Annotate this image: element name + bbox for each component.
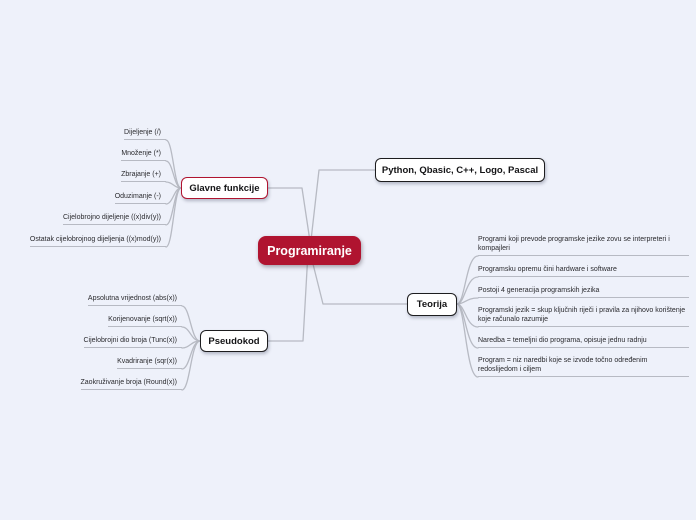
edge-leaf <box>456 303 479 378</box>
leaf-kvadriranje[interactable]: Kvadriranje (sqr(x)) <box>117 355 182 369</box>
branch-node-teorija[interactable]: Teorija <box>407 293 457 316</box>
branch-node-pseudokod[interactable]: Pseudokod <box>200 330 268 352</box>
edge-leaf <box>165 187 182 248</box>
edge-root-glavne-funkcije <box>267 187 312 249</box>
leaf-naredba-definicija[interactable]: Naredba = temeljni dio programa, opisuje… <box>478 334 689 348</box>
leaf-apsolutna-vrijednost[interactable]: Apsolutna vrijednost (abs(x)) <box>87 292 182 306</box>
leaf-zbrajanje[interactable]: Zbrajanje (+) <box>121 168 166 182</box>
leaf-interpreteri-kompajleri[interactable]: Programi koji prevode programske jezike … <box>478 232 689 256</box>
edge-leaf <box>165 139 182 189</box>
edge-root-teorija <box>309 251 408 305</box>
edge-leaf <box>181 340 201 391</box>
edge-leaf <box>181 305 201 342</box>
leaf-programska-oprema[interactable]: Programsku opremu čini hardware i softwa… <box>478 263 689 277</box>
leaf-cijelobrojno-dijeljenje[interactable]: Cijelobrojno dijeljenje ((x)div(y)) <box>62 211 166 225</box>
edge-leaf <box>456 255 479 305</box>
leaf-mnozenje[interactable]: Množenje (*) <box>121 147 166 161</box>
leaf-oduzimanje[interactable]: Oduzimanje (-) <box>114 190 166 204</box>
edge-root-jezici <box>309 169 376 250</box>
branch-node-glavne-funkcije[interactable]: Glavne funkcije <box>181 177 268 199</box>
leaf-programski-jezik-definicija[interactable]: Programski jezik = skup ključnih riječi … <box>478 303 689 327</box>
leaf-cijelobrojni-dio[interactable]: Cijelobrojni dio broja (Tunc(x)) <box>83 334 182 348</box>
leaf-korijenovanje[interactable]: Korijenovanje (sqrt(x)) <box>108 313 182 327</box>
leaf-zaokruzivanje[interactable]: Zaokruživanje broja (Round(x)) <box>80 376 182 390</box>
leaf-program-definicija[interactable]: Program = niz naredbi koje se izvode toč… <box>478 353 689 377</box>
leaf-ostatak-dijeljenja[interactable]: Ostatak cijelobrojnog dijeljenja ((x)mod… <box>29 233 166 247</box>
edge-root-pseudokod <box>267 251 309 342</box>
leaf-dijeljenje[interactable]: Dijeljenje (/) <box>124 126 166 140</box>
root-node-programiranje[interactable]: Programiranje <box>258 236 361 265</box>
leaf-generacije-jezika[interactable]: Postoji 4 generacija programskih jezika <box>478 284 689 298</box>
branch-node-programski-jezici[interactable]: Python, Qbasic, C++, Logo, Pascal <box>375 158 545 182</box>
